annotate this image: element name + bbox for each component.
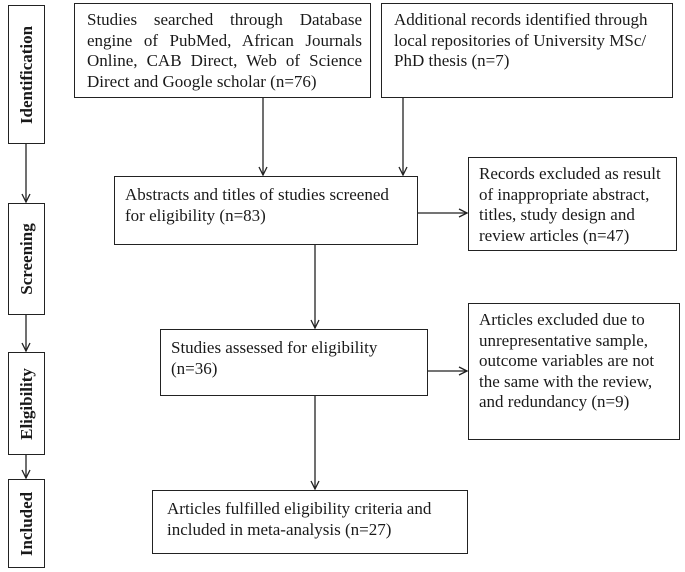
database-search-box: Studies searched through Database engine…: [74, 3, 371, 98]
assessed-box: Studies assessed for eligibility (n=36): [160, 329, 428, 396]
stage-eligibility: Eligibility: [8, 352, 45, 455]
assessed-text: Studies assessed for eligibility (n=36): [171, 338, 378, 378]
additional-records-text: Additional records identified through lo…: [394, 10, 648, 70]
included-box: Articles fulfilled eligibility criteria …: [152, 490, 468, 554]
screened-text: Abstracts and titles of studies screened…: [125, 185, 389, 225]
additional-records-box: Additional records identified through lo…: [381, 3, 673, 98]
excluded-eligibility-text: Articles excluded due to unrepresentativ…: [479, 310, 655, 411]
excluded-screening-box: Records excluded as result of inappropri…: [468, 157, 677, 251]
screened-box: Abstracts and titles of studies screened…: [114, 176, 418, 245]
stage-identification: Identification: [8, 5, 45, 144]
stage-screening: Screening: [8, 203, 45, 315]
excluded-eligibility-box: Articles excluded due to unrepresentativ…: [468, 303, 680, 440]
included-text: Articles fulfilled eligibility criteria …: [167, 499, 432, 539]
excluded-screening-text: Records excluded as result of inappropri…: [479, 164, 661, 245]
stage-included: Included: [8, 479, 45, 568]
database-search-text: Studies searched through Database engine…: [87, 10, 362, 91]
